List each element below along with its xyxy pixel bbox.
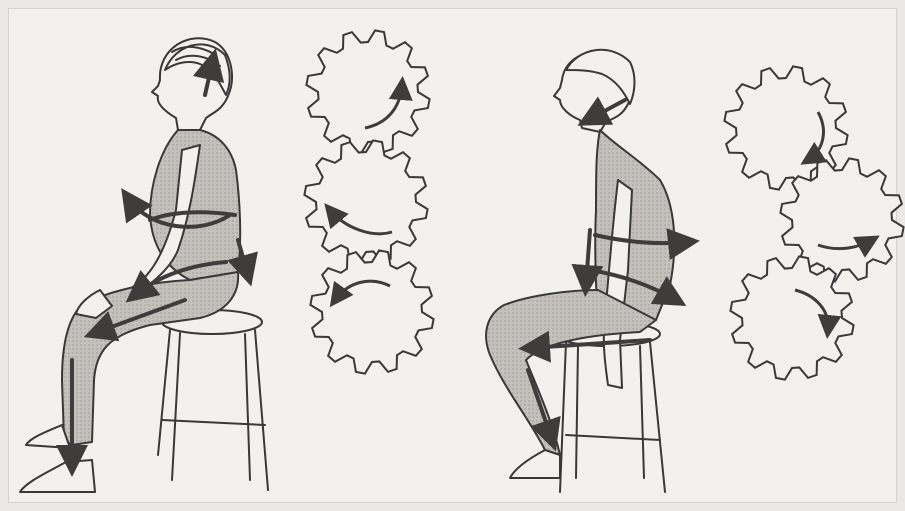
gear-stack-left (304, 30, 433, 373)
foot-right (510, 450, 560, 478)
leg-right-figure (486, 290, 656, 455)
gear-left-top (306, 30, 429, 153)
slouched-figure (486, 50, 688, 492)
head-right (554, 50, 635, 132)
stool-left (158, 310, 268, 490)
gear-left-bottom (310, 250, 433, 373)
foot-left-1 (26, 425, 70, 448)
upright-figure (20, 38, 268, 492)
head-left (152, 38, 232, 130)
gear-left-middle (304, 140, 427, 263)
gear-right-bottom (730, 256, 853, 379)
gear-stack-right (724, 66, 903, 379)
foot-left-2 (20, 460, 95, 492)
